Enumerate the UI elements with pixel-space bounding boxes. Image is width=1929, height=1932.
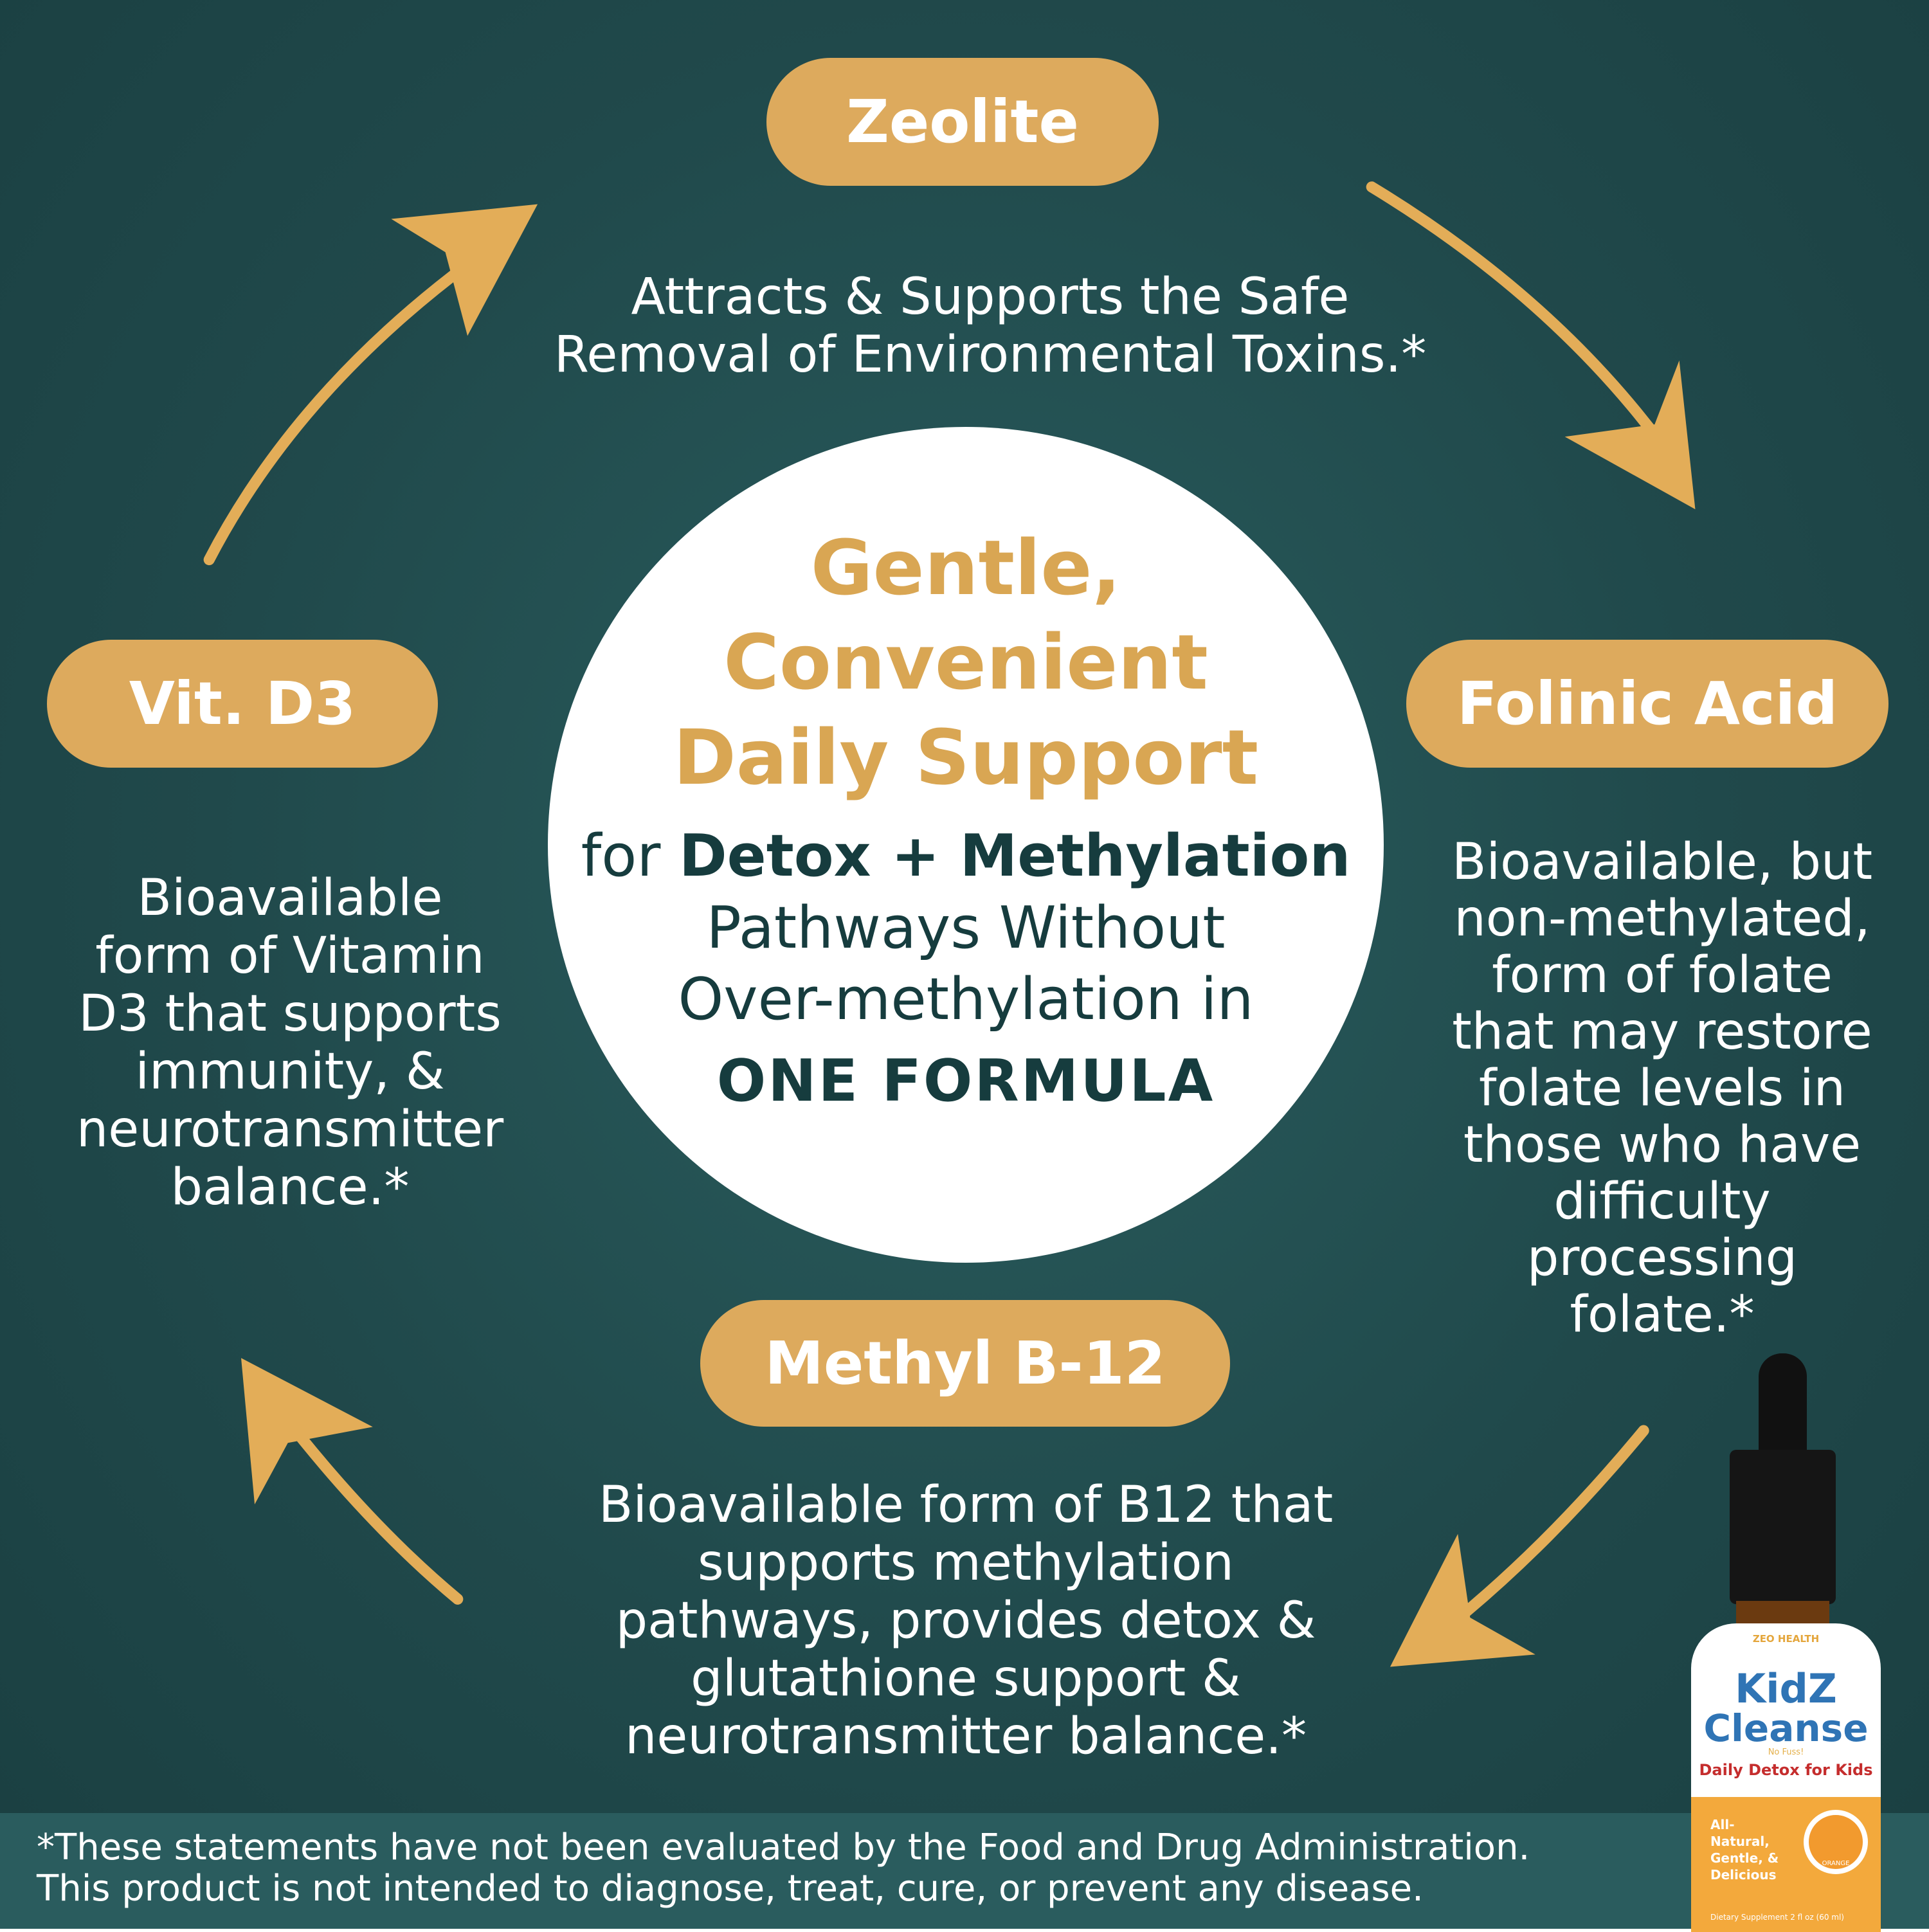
disclaimer-line: This product is not intended to diagnose…: [37, 1868, 1424, 1909]
desc-line: immunity, &: [135, 1043, 445, 1101]
bottle-cap: [1730, 1450, 1836, 1604]
arrow-b12-to-d3: [277, 1409, 464, 1605]
desc-line: balance.*: [170, 1159, 410, 1216]
arrowhead-icon: [391, 204, 538, 336]
desc-line: form of folate: [1492, 946, 1833, 1004]
fda-disclaimer: *These statements have not been evaluate…: [0, 1813, 1929, 1929]
desc-line: that may restore: [1452, 1003, 1872, 1061]
product-name: KidZ: [1735, 1665, 1837, 1712]
desc-line: neurotransmitter: [76, 1101, 504, 1159]
arrow-zeolite-to-folinic: [1366, 181, 1667, 449]
size-text: Dietary Supplement 2 fl oz (60 ml): [1710, 1913, 1844, 1922]
methyl-b12-description: Bioavailable form of B12 that supports m…: [599, 1476, 1333, 1765]
subtitle: Daily Detox for Kids: [1699, 1761, 1873, 1779]
desc-line: form of Vitamin: [95, 927, 485, 985]
vit-d3-pill: Vit. D3: [47, 640, 438, 768]
headline-line: Daily Support: [673, 713, 1259, 802]
arrow-d3-to-zeolite: [203, 258, 473, 566]
brand-text: ZEO HEALTH: [1752, 1633, 1820, 1645]
bottle-neck: [1736, 1601, 1829, 1627]
desc-line: folate levels in: [1478, 1060, 1846, 1117]
subhead-line: Over-methylation in: [678, 966, 1254, 1033]
desc-line: Bioavailable, but: [1451, 833, 1873, 891]
subhead-line: for Detox + Methylation: [548, 822, 1384, 890]
desc-line: supports methylation: [698, 1534, 1234, 1592]
arrowhead-icon: [241, 1358, 373, 1504]
desc-line: difficulty: [1553, 1173, 1771, 1231]
disclaimer-line: *These statements have not been evaluate…: [37, 1827, 1530, 1868]
claims: All-Natural, Gentle, & Delicious: [1710, 1817, 1779, 1882]
folinic-acid-pill: Folinic Acid: [1406, 640, 1888, 768]
dropper-bulb: [1759, 1353, 1807, 1456]
arrowhead-icon: [1390, 1533, 1535, 1667]
bottle-label: ZEO HEALTH KidZ Cleanse No Fuss! Daily D…: [1691, 1623, 1881, 1932]
product-name: Cleanse: [1703, 1706, 1869, 1750]
desc-line: Removal of Environmental Toxins.*: [554, 326, 1427, 384]
folinic-acid-description: Bioavailable, but non-methylated, form o…: [1452, 834, 1872, 1343]
orange-band: All-Natural, Gentle, & Delicious ORANGE …: [1691, 1797, 1881, 1932]
zeolite-pill: Zeolite: [766, 58, 1159, 186]
desc-line: neurotransmitter balance.*: [624, 1708, 1307, 1765]
arrowhead-icon: [1564, 360, 1696, 510]
arrow-folinic-to-b12: [1446, 1425, 1649, 1630]
desc-line: glutathione support &: [691, 1650, 1241, 1708]
flavor: ORANGE: [1822, 1860, 1850, 1867]
detox-methylation-text: Detox + Methylation: [678, 822, 1351, 890]
desc-line: pathways, provides detox &: [615, 1592, 1316, 1650]
desc-line: Bioavailable form of B12 that: [598, 1476, 1334, 1534]
desc-line: D3 that supports: [78, 985, 502, 1043]
tagline: No Fuss!: [1768, 1747, 1804, 1757]
one-formula-text: ONE FORMULA: [716, 1047, 1215, 1115]
desc-line: Attracts & Supports the Safe: [631, 268, 1350, 326]
desc-line: processing: [1526, 1229, 1798, 1287]
headline-line: Convenient: [723, 618, 1208, 707]
center-circle: Gentle, Convenient Daily Support for Det…: [548, 427, 1384, 1263]
product-bottle: ZEO HEALTH KidZ Cleanse No Fuss! Daily D…: [1691, 1353, 1884, 1932]
vit-d3-description: Bioavailable form of Vitamin D3 that sup…: [77, 869, 503, 1216]
subhead-line: Pathways Without: [706, 894, 1226, 962]
orange-icon: ORANGE: [1804, 1810, 1868, 1874]
desc-line: folate.*: [1570, 1286, 1755, 1344]
zeolite-description: Attracts & Supports the Safe Removal of …: [554, 268, 1427, 384]
methyl-b12-pill: Methyl B-12: [700, 1300, 1230, 1427]
headline-line: Gentle,: [810, 523, 1121, 612]
for-text: for: [581, 822, 679, 890]
desc-line: those who have: [1463, 1116, 1861, 1174]
desc-line: Bioavailable: [137, 869, 443, 927]
desc-line: non-methylated,: [1454, 890, 1870, 948]
